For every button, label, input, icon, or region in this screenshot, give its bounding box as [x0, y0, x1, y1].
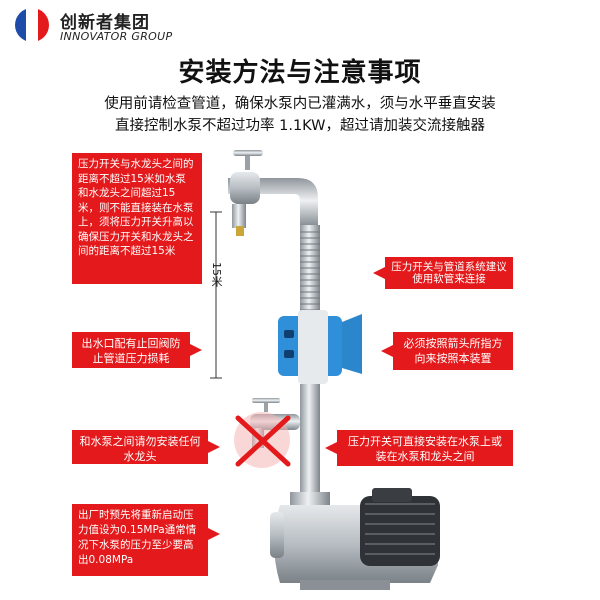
- callout-hose: 压力开关与管道系统建议使用软管来连接: [385, 257, 513, 289]
- vertical-pipe: [300, 384, 320, 502]
- forbidden-faucet: [234, 398, 300, 468]
- callout-check-valve: 出水口配有止回阀防止管道压力损耗: [72, 332, 190, 368]
- scale-label: 15米: [210, 262, 223, 287]
- flexible-hose: [300, 225, 320, 317]
- callout-direct-install-arrow: [325, 442, 337, 454]
- callout-hose-arrow: [373, 267, 385, 279]
- page-title: 安装方法与注意事项: [178, 58, 422, 88]
- subtitle-line-2: 直接控制水泵不超过功率 1.1KW，超过请加装交流接触器: [115, 118, 485, 134]
- distance-scale: [210, 211, 222, 379]
- water-pump: [270, 488, 440, 590]
- callout-pressure-arrow: [208, 528, 220, 540]
- callout-direct-install: 压力开关可直接安装在水泵上或装在水泵和龙头之间: [337, 430, 513, 466]
- callout-distance: 压力开关与水龙头之间的距离不超过15米如水泵和水龙头之间超过15米，则不能直接装…: [72, 153, 202, 284]
- callout-direction: 必须按照箭头所指方向来按照本装置: [393, 332, 513, 370]
- subtitle-line-1: 使用前请检查管道，确保水泵内已灌满水，须与水平垂直安装: [104, 96, 496, 112]
- callout-check-valve-arrow: [190, 344, 202, 356]
- callout-no-faucet: 和水泵之间请勿安装任何水龙头: [72, 430, 208, 464]
- top-faucet: [228, 150, 318, 236]
- pressure-switch: [278, 310, 362, 384]
- callout-direction-arrow: [381, 345, 393, 357]
- brand-name-cn: 创新者集团: [60, 13, 150, 33]
- brand-name-en: INNOVATOR GROUP: [60, 30, 173, 43]
- french-flag-logo: [15, 8, 49, 42]
- callout-no-faucet-arrow: [208, 441, 220, 453]
- callout-pressure: 出厂时预先将重新启动压力值设为0.15MPa通常情况下水泵的压力至少要高出0.0…: [72, 504, 208, 576]
